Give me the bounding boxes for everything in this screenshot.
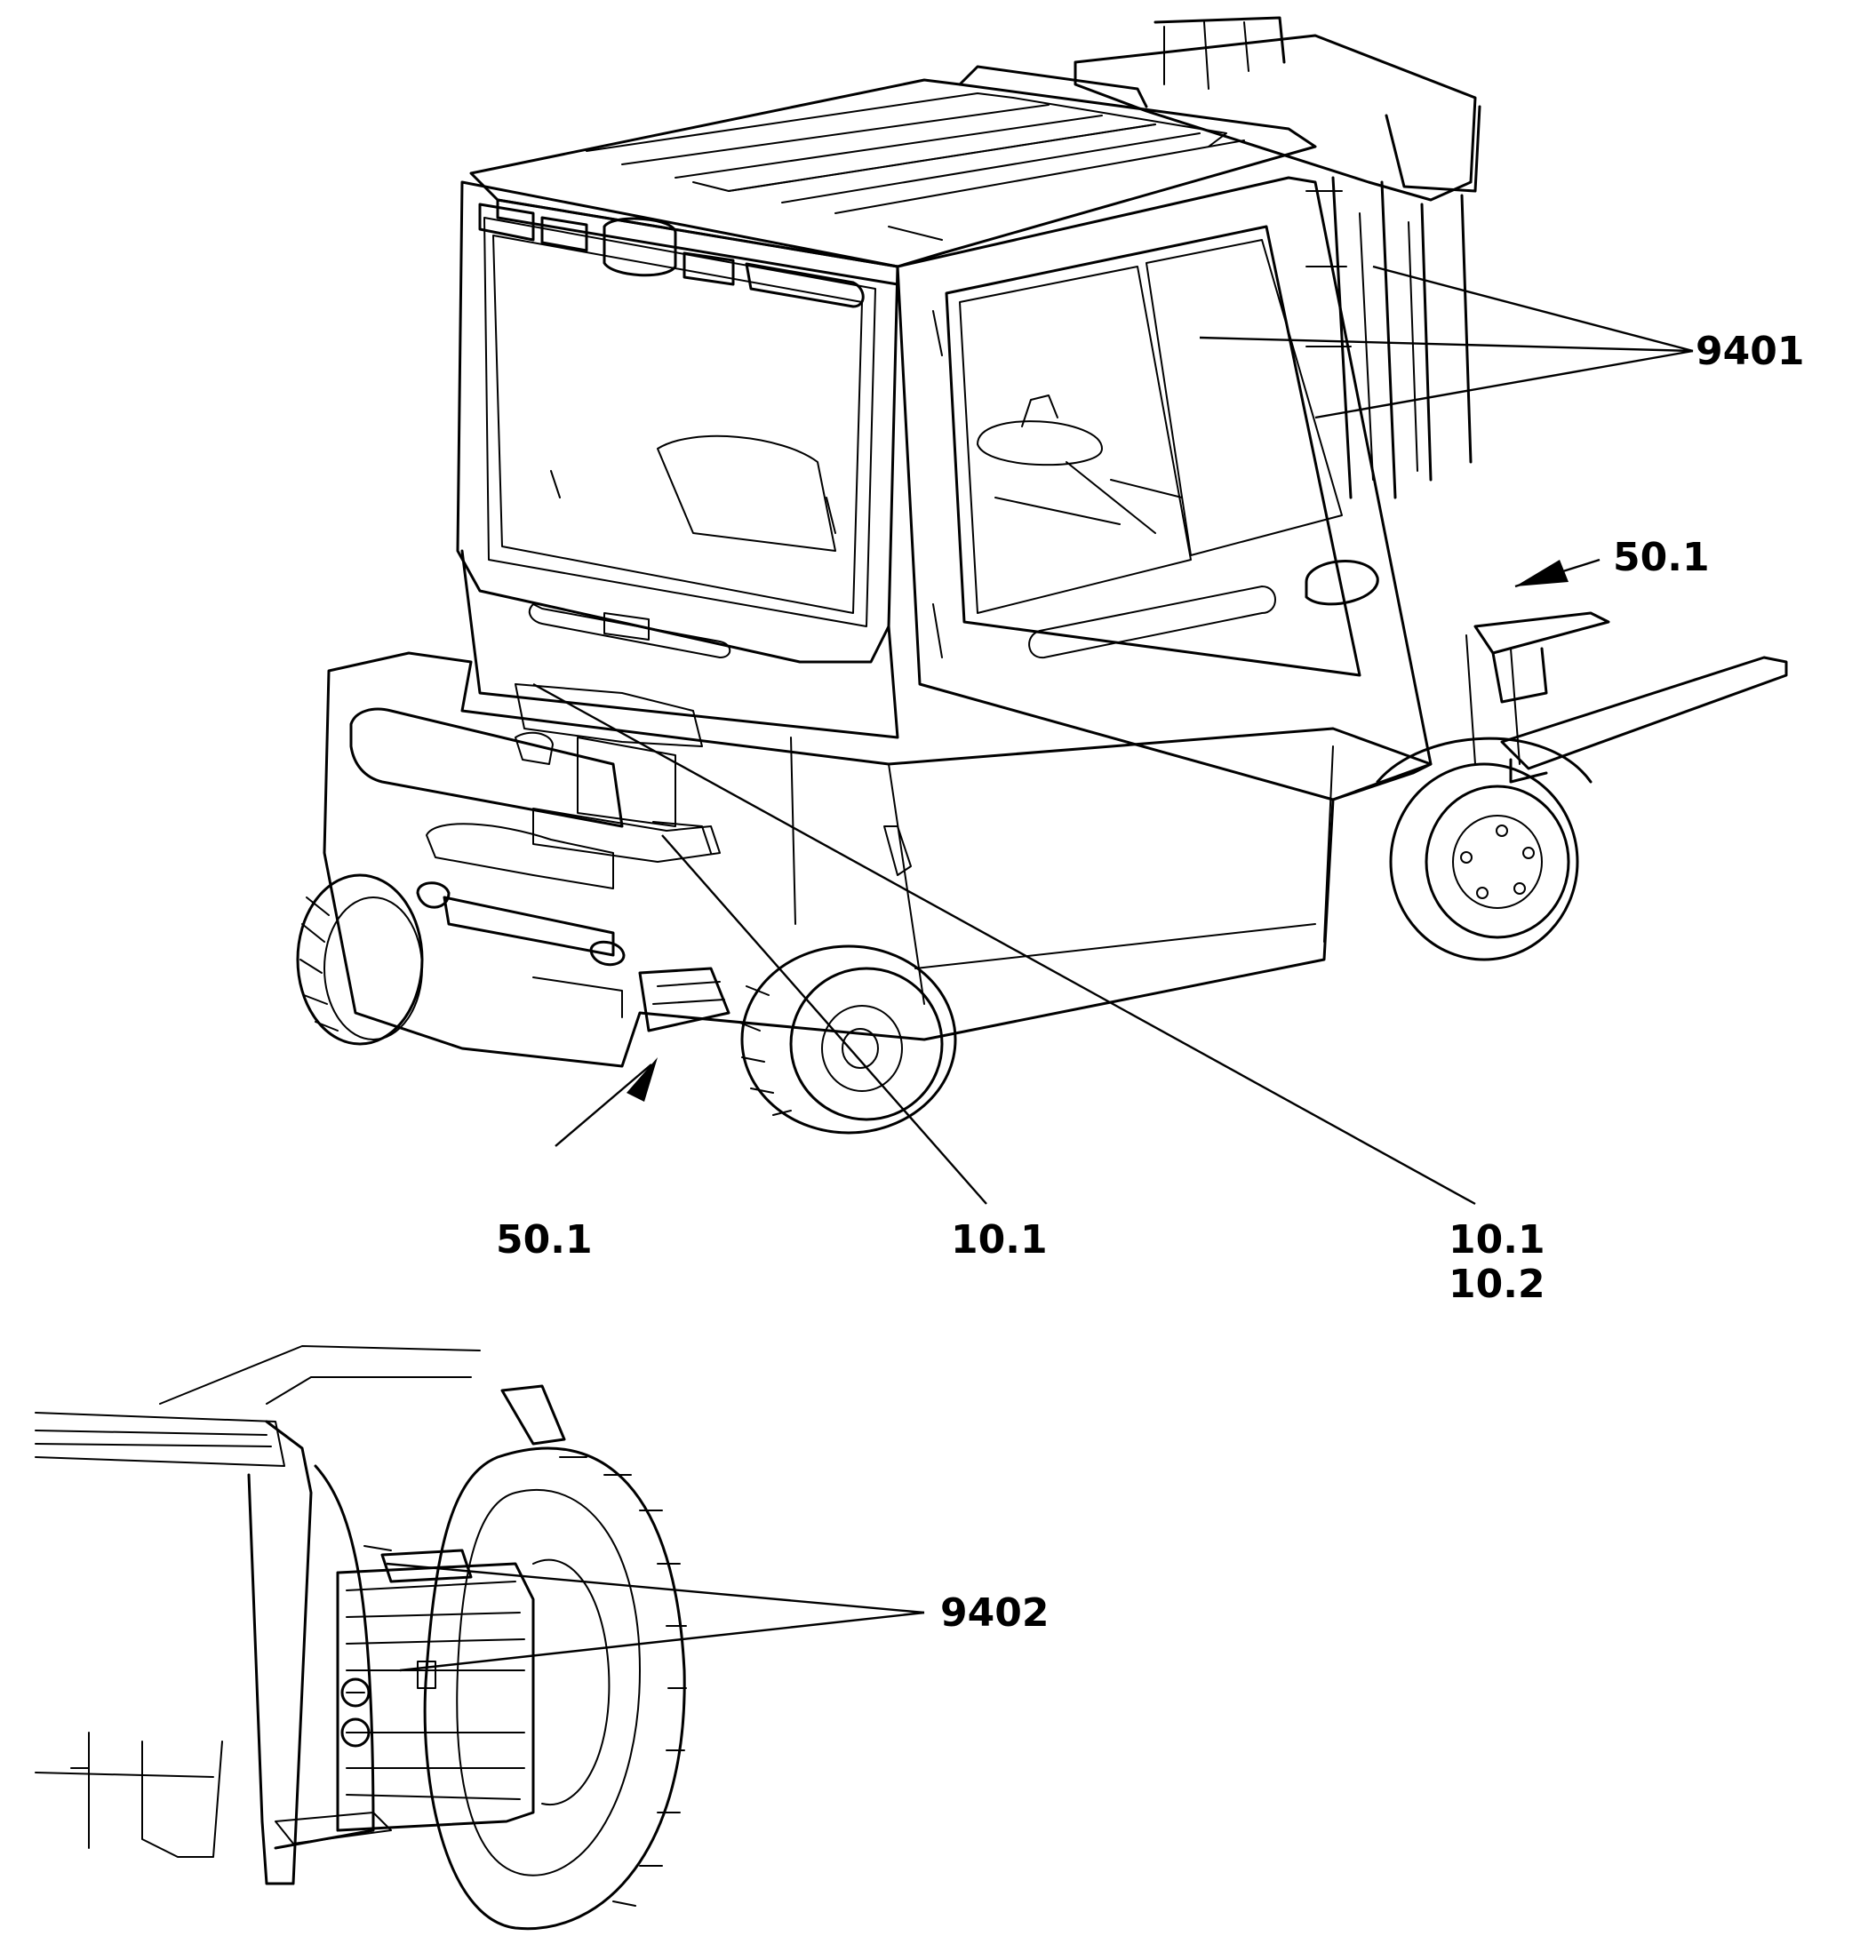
forks <box>1465 611 1788 784</box>
rear-right-wheel <box>737 944 957 1135</box>
detail-leader-lines <box>386 1562 925 1672</box>
callout-10-1-right: 10.1 <box>1449 1217 1545 1263</box>
cab-roof <box>469 65 1317 286</box>
callout-10-1-center: 10.1 <box>951 1217 1048 1263</box>
mast <box>1074 16 1481 499</box>
fender <box>1376 737 1593 784</box>
rear-axle <box>638 967 730 1032</box>
callout-10-2-right: 10.2 <box>1449 1262 1545 1307</box>
cab-body <box>456 176 1433 801</box>
leader-lines <box>532 265 1694 1206</box>
callout-9402: 9402 <box>940 1590 1050 1636</box>
detail-view <box>35 1345 687 1931</box>
callout-50-1-right: 50.1 <box>1613 535 1710 580</box>
callout-9401: 9401 <box>1696 329 1805 374</box>
front-wheel <box>1389 762 1579 961</box>
rear-left-wheel <box>296 873 424 1046</box>
chassis <box>323 651 1433 1068</box>
arrowheads <box>627 560 1569 1102</box>
callout-50-1-bottom: 50.1 <box>496 1217 593 1263</box>
